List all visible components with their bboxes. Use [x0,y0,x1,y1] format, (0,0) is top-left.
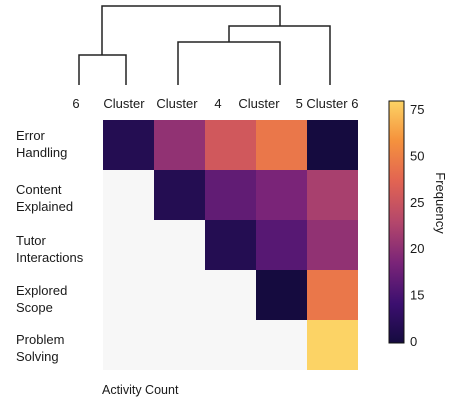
heatmap-cell [205,220,256,270]
heatmap-cell [103,220,154,270]
heatmap-cell [154,220,205,270]
column-label: Cluster [238,96,280,111]
colorbar-title: Frequency [433,172,448,234]
colorbar-tick-label: 20 [410,241,424,256]
heatmap-cell [307,320,358,370]
heatmap-cell [154,270,205,320]
heatmap-cell [154,320,205,370]
heatmap-cell [307,270,358,320]
heatmap-cell [205,320,256,370]
heatmap-cell [205,170,256,220]
dendrogram-branch [78,54,127,85]
colorbar-tick-label: 25 [410,195,424,210]
dendrogram [78,5,331,85]
heatmap-cell [307,170,358,220]
colorbar-tick-label: 75 [410,102,424,117]
row-label-line: Scope [16,300,53,315]
heatmap-cell [256,270,307,320]
row-label-line: Tutor [16,233,47,248]
heatmap-cell [103,320,154,370]
heatmap-cell [154,170,205,220]
heatmap-cell [307,220,358,270]
column-label: 6 [72,96,79,111]
dendrogram-branch [177,41,281,85]
column-labels: 6 Cluster Cluster 4 Cluster 5 Cluster 6 [72,96,358,111]
colorbar-tick-label: 50 [410,148,424,163]
column-label: 5 Cluster 6 [296,96,359,111]
heatmap-cell [205,120,256,170]
heatmap-cell [256,320,307,370]
colorbar-ticks: 75 50 25 20 15 0 [410,102,424,349]
row-label-line: Problem [16,332,64,347]
colorbar-gradient [388,100,405,344]
heatmap-cell [307,120,358,170]
colorbar-tick-label: 0 [410,334,417,349]
heatmap-cell [256,220,307,270]
heatmap-cell [256,120,307,170]
row-label-line: Content [16,182,62,197]
heatmap-cells [103,120,358,370]
column-label: Cluster [103,96,145,111]
colorbar: 75 50 25 20 15 0 Frequency [388,100,448,349]
heatmap-cell [205,270,256,320]
heatmap-cell [103,270,154,320]
row-label-line: Solving [16,349,59,364]
dendrogram-branch [101,5,281,55]
x-axis-label: Activity Count [102,383,179,397]
column-label: Cluster [156,96,198,111]
row-label-line: Explained [16,199,73,214]
row-label-line: Handling [16,145,67,160]
colorbar-tick-label: 15 [410,288,424,303]
row-label-line: Explored [16,283,67,298]
heatmap-cell [154,120,205,170]
heatmap-cell [103,170,154,220]
column-label: 4 [214,96,221,111]
heatmap-cell [103,120,154,170]
heatmap-cell [256,170,307,220]
row-label-line: Error [16,128,46,143]
row-label-line: Interactions [16,250,84,265]
